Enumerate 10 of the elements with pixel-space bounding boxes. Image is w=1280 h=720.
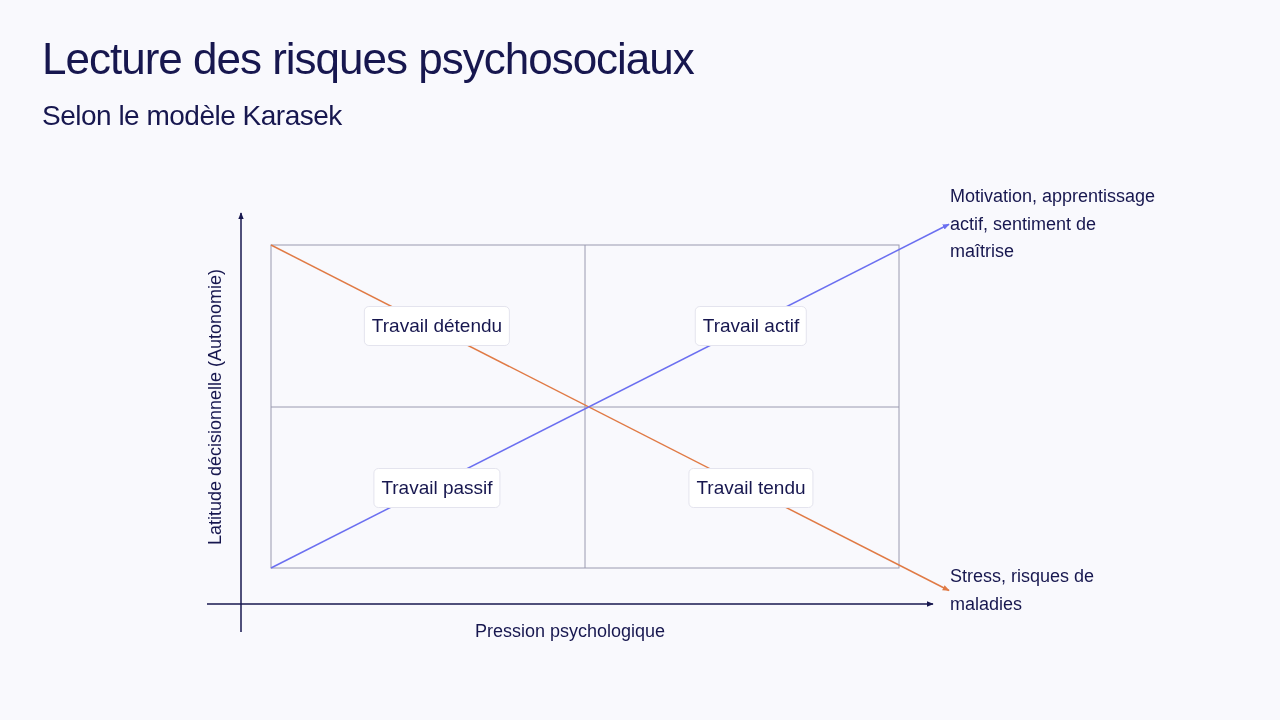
axis-label: Pression psychologique (474, 620, 666, 642)
outcome-text: Motivation, apprentissage actif, sentiment de maîtrise (950, 183, 1162, 266)
quadrant-label: Travail actif (694, 306, 808, 346)
subtitle: Selon le modèle Karasek (42, 100, 342, 132)
title: Lecture des risques psychosociaux (42, 34, 694, 84)
outcome-text: Stress, risques de maladies (950, 563, 1162, 618)
quadrant-label: Travail tendu (688, 468, 814, 508)
quadrant-label: Travail passif (373, 468, 501, 508)
quadrant-label: Travail détendu (363, 306, 511, 346)
axis-label: Latitude décisionnelle (Autonomie) (204, 268, 226, 546)
